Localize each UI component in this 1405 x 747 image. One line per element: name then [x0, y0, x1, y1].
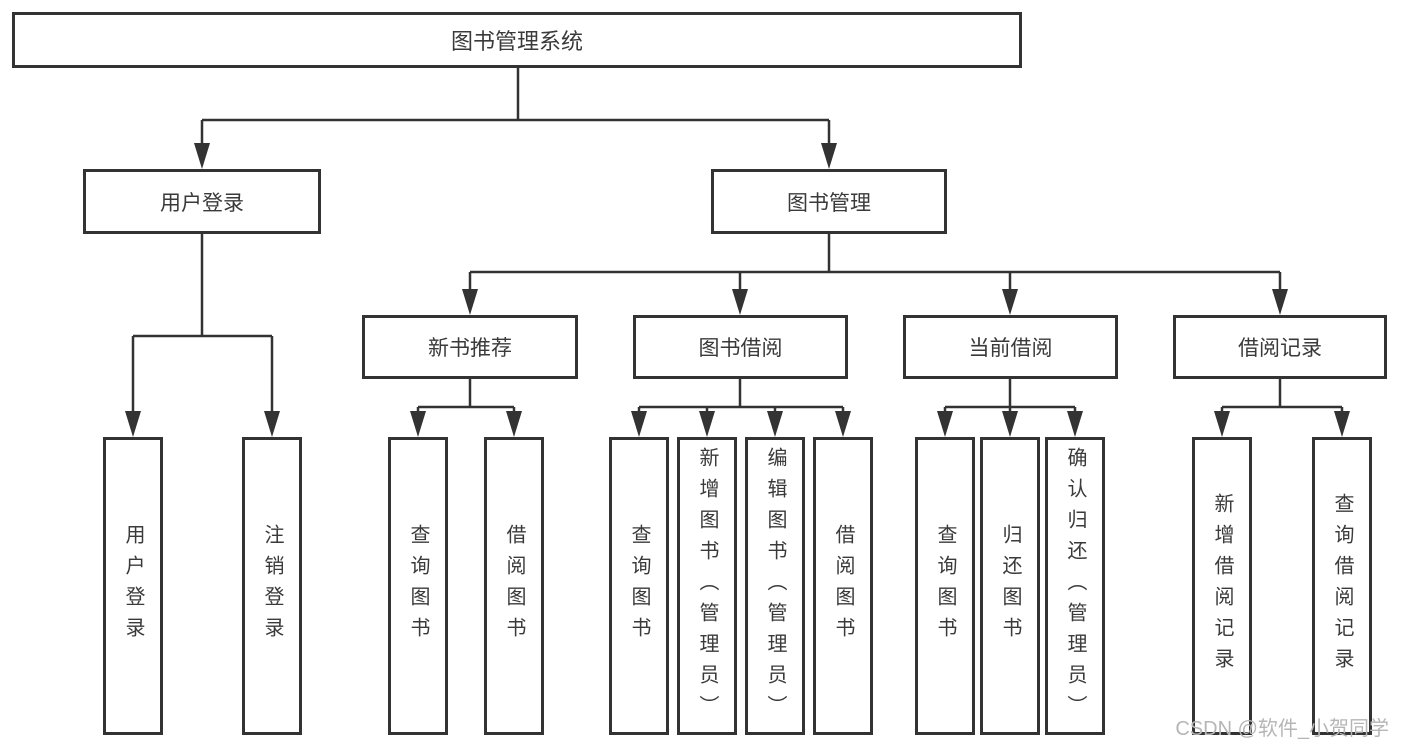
node-leaf-user-login: 用户登录	[103, 437, 163, 735]
csdn-watermark: CSDN @软件_小贺同学	[1175, 718, 1389, 740]
node-leaf-borrow-books-recommend-label: 借阅图书	[503, 524, 525, 648]
node-leaf-user-login-label: 用户登录	[122, 524, 144, 648]
node-leaf-edit-books-admin: 编辑图书（管理员）	[745, 437, 805, 735]
node-book-borrow-label: 图书借阅	[698, 337, 783, 360]
node-leaf-add-books-admin-label: 新增图书（管理员）	[696, 446, 718, 726]
node-leaf-query-books-current: 查询图书	[915, 437, 975, 735]
node-leaf-query-borrow-record-label: 查询借阅记录	[1331, 493, 1353, 679]
connector-current-borrow-to-leaves	[937, 379, 1083, 437]
node-root-label: 图书管理系统	[450, 29, 583, 54]
node-leaf-add-books-admin: 新增图书（管理员）	[677, 437, 737, 735]
node-current-borrow: 当前借阅	[903, 315, 1118, 379]
connector-book-management-to-level3	[462, 234, 1288, 315]
node-user-login: 用户登录	[83, 169, 321, 234]
node-user-login-label: 用户登录	[160, 191, 244, 215]
node-book-management: 图书管理	[711, 169, 947, 234]
connector-new-book-to-leaves	[410, 379, 522, 437]
node-new-book-recommend-label: 新书推荐	[428, 337, 512, 360]
node-book-borrow: 图书借阅	[633, 315, 848, 379]
connector-root-to-level2	[194, 68, 837, 169]
connector-borrow-record-to-leaves	[1214, 379, 1350, 437]
node-borrow-record: 借阅记录	[1173, 315, 1387, 379]
node-leaf-add-borrow-record-label: 新增借阅记录	[1211, 493, 1233, 679]
node-leaf-edit-books-admin-label: 编辑图书（管理员）	[764, 446, 786, 726]
node-new-book-recommend: 新书推荐	[362, 315, 578, 379]
connector-book-borrow-to-leaves	[631, 379, 851, 437]
node-leaf-query-books-borrow: 查询图书	[609, 437, 669, 735]
node-leaf-confirm-return-admin-label: 确认归还（管理员）	[1064, 446, 1086, 726]
node-root-system: 图书管理系统	[12, 12, 1022, 68]
node-leaf-query-books-current-label: 查询图书	[934, 524, 956, 648]
node-leaf-add-borrow-record: 新增借阅记录	[1192, 437, 1252, 735]
node-leaf-borrow-books-recommend: 借阅图书	[484, 437, 544, 735]
node-leaf-query-books-recommend: 查询图书	[388, 437, 448, 735]
node-leaf-logout: 注销登录	[242, 437, 302, 735]
node-book-management-label: 图书管理	[787, 191, 871, 215]
node-leaf-borrow-books: 借阅图书	[813, 437, 873, 735]
node-leaf-borrow-books-label: 借阅图书	[832, 524, 854, 648]
node-borrow-record-label: 借阅记录	[1238, 337, 1322, 360]
connector-user-login-to-leaves	[125, 234, 280, 437]
node-leaf-confirm-return-admin: 确认归还（管理员）	[1045, 437, 1105, 735]
node-current-borrow-label: 当前借阅	[968, 337, 1053, 360]
node-leaf-return-books-label: 归还图书	[999, 524, 1021, 648]
node-leaf-logout-label: 注销登录	[261, 524, 283, 648]
node-leaf-query-books-recommend-label: 查询图书	[407, 524, 429, 648]
node-leaf-query-books-borrow-label: 查询图书	[628, 524, 650, 648]
node-leaf-return-books: 归还图书	[980, 437, 1040, 735]
node-leaf-query-borrow-record: 查询借阅记录	[1312, 437, 1372, 735]
